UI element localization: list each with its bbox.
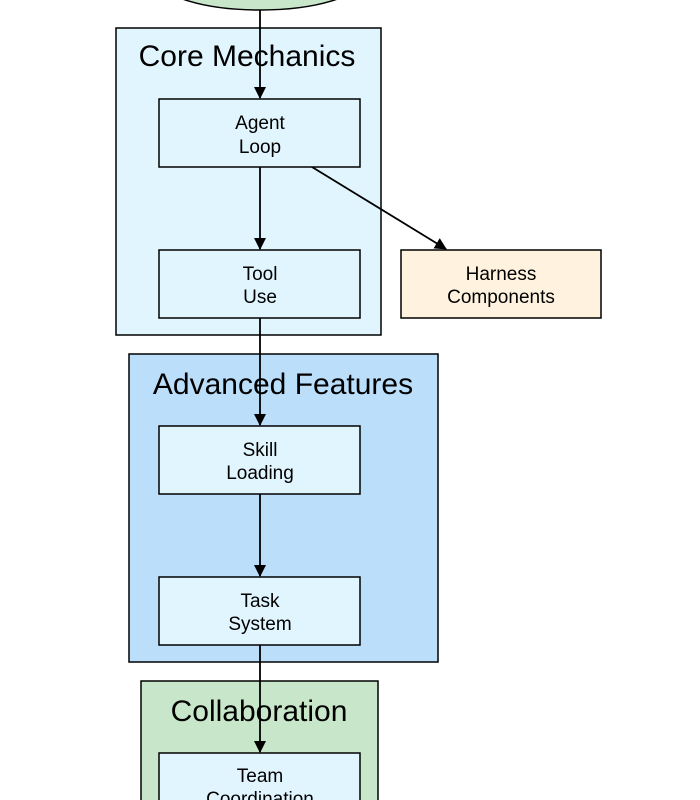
node-skill-loading-line2: Loading [226,463,294,484]
node-task-system-box [158,576,361,646]
node-task-system-line1: Task [240,591,280,612]
cluster-core-title: Core Mechanics [139,40,356,73]
edge-agent-loop-to-harness [311,166,447,250]
node-team-coordination-box [158,752,361,800]
node-agent-loop-box [158,98,361,168]
start-node [183,0,337,11]
node-tool-use-line1: Tool [243,264,278,285]
node-skill-loading-box [158,425,361,495]
node-harness-components: Harness Components [400,249,602,319]
node-team-coordination-line1: Team [237,766,283,787]
node-harness-line1: Harness [466,264,537,285]
node-task-system: Task System [158,576,361,646]
node-harness-line2: Components [447,287,555,308]
cluster-advanced-title: Advanced Features [153,368,413,401]
node-agent-loop-line1: Agent [235,113,285,134]
node-agent-loop: Agent Loop [158,98,361,168]
node-team-coordination: Team Coordination [158,752,361,800]
cluster-collab-title: Collaboration [171,695,348,728]
node-tool-use: Tool Use [158,249,361,319]
node-tool-use-box [158,249,361,319]
node-tool-use-line2: Use [243,287,277,308]
node-skill-loading: Skill Loading [158,425,361,495]
node-harness-box [400,249,602,319]
node-task-system-line2: System [228,614,291,635]
node-team-coordination-line2: Coordination [206,789,314,800]
node-agent-loop-line2: Loop [239,137,281,158]
node-skill-loading-line1: Skill [243,440,278,461]
edges [254,10,447,753]
